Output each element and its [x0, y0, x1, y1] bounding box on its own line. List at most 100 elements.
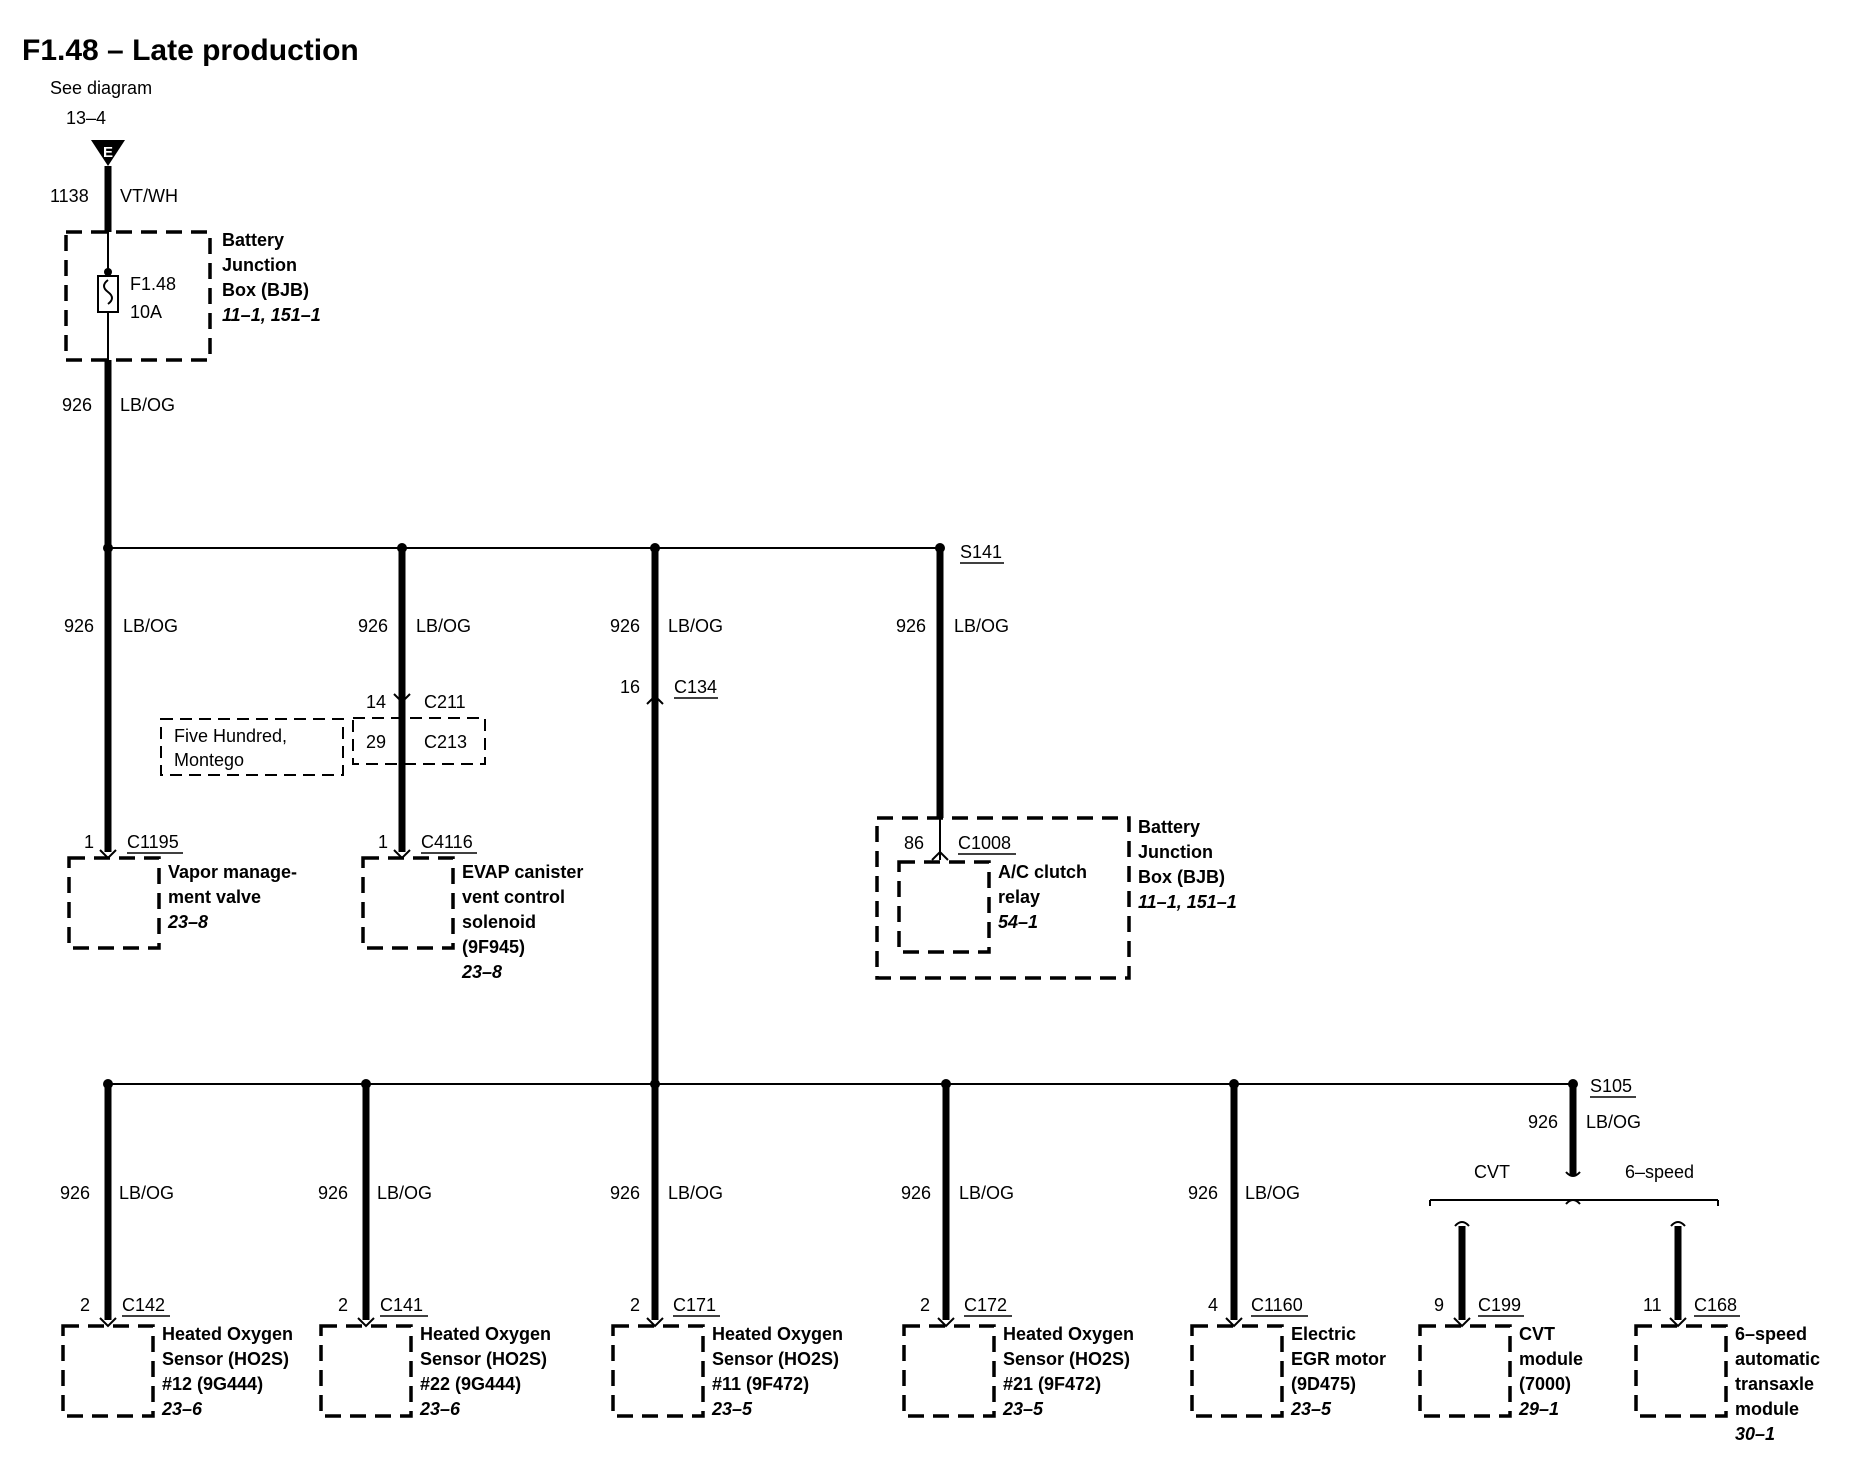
fuse-id: F1.48 [130, 274, 176, 294]
component-box [1418, 1324, 1512, 1418]
box-line-1: Battery [1138, 817, 1200, 837]
option-split-icon [1670, 1221, 1686, 1227]
device-line-3: (9D475) [1291, 1374, 1356, 1394]
device-line-3: #11 (9F472) [712, 1374, 809, 1394]
device-line-4: (9F945) [462, 937, 525, 957]
variant-line-2: Montego [174, 750, 244, 770]
connector-label: C1195 [127, 832, 179, 852]
lower-branch-ho2s-21: 926 LB/OG 2 C172 Heated Oxygen Sensor (H… [901, 1084, 1134, 1419]
see-diagram-label: See diagram [50, 78, 152, 98]
device-ref: 54–1 [998, 912, 1038, 932]
connector-label: C1008 [958, 833, 1011, 853]
device-line-3: transaxle [1735, 1374, 1814, 1394]
component-box [1190, 1324, 1284, 1418]
bjb-junction-dot [104, 268, 112, 276]
bjb-top-box [64, 230, 212, 362]
device-ref: 30–1 [1735, 1424, 1775, 1444]
color-label: LB/OG [416, 616, 471, 636]
option-branch-cvt: 9 C199 CVT module (7000) 29–1 [1418, 1221, 1583, 1419]
device-line-1: 6–speed [1735, 1324, 1807, 1344]
pin-label: 1 [378, 832, 388, 852]
device-ref: 23–8 [461, 962, 502, 982]
device-line-1: Heated Oxygen [712, 1324, 843, 1344]
splice-s105: S105 [1590, 1076, 1632, 1096]
connector-icon [99, 1317, 117, 1328]
device-line-4: module [1735, 1399, 1799, 1419]
fuse-rating: 10A [130, 302, 162, 322]
pin-label: 2 [630, 1295, 640, 1315]
pin-label: 9 [1434, 1295, 1444, 1315]
device-line-1: Heated Oxygen [420, 1324, 551, 1344]
device-ref: 23–5 [1290, 1399, 1332, 1419]
option-label: CVT [1474, 1162, 1510, 1182]
circuit-label: 926 [610, 616, 640, 636]
circuit-label: 926 [1528, 1112, 1558, 1132]
upper-branch-evap: 926 LB/OG 14 C211 29 C213 Five Hundred, … [160, 548, 583, 982]
device-line-1: Heated Oxygen [162, 1324, 293, 1344]
lower-branch-ho2s-11: 926 LB/OG 2 C171 Heated Oxygen Sensor (H… [610, 1084, 843, 1419]
pin-label: 4 [1208, 1295, 1218, 1315]
device-line-1: Heated Oxygen [1003, 1324, 1134, 1344]
device-line-3: #21 (9F472) [1003, 1374, 1101, 1394]
device-line-2: Sensor (HO2S) [1003, 1349, 1130, 1369]
circuit-label: 926 [610, 1183, 640, 1203]
option-label: 6–speed [1625, 1162, 1694, 1182]
device-line-2: EGR motor [1291, 1349, 1386, 1369]
connector-label: C1160 [1251, 1295, 1303, 1315]
circuit-label: 926 [60, 1183, 90, 1203]
connector-icon [646, 694, 664, 705]
connector-icon [1225, 1317, 1243, 1328]
device-line-2: Sensor (HO2S) [420, 1349, 547, 1369]
connector-label: C4116 [421, 832, 473, 852]
device-line-2: automatic [1735, 1349, 1820, 1369]
upper-branch-c134: 926 LB/OG 16 C134 [610, 548, 723, 1084]
bjb-top-name-3: Box (BJB) [222, 280, 309, 300]
pin-label: 2 [80, 1295, 90, 1315]
circuit-label: 926 [358, 616, 388, 636]
option-split-icon [1454, 1221, 1470, 1227]
lower-branch-ho2s-22: 926 LB/OG 2 C141 Heated Oxygen Sensor (H… [318, 1084, 551, 1419]
device-line-1: CVT [1519, 1324, 1555, 1344]
main-color: LB/OG [120, 395, 175, 415]
box-ref: 11–1, 151–1 [1138, 892, 1237, 912]
upper-branch-ac-relay: 926 LB/OG 86 C1008 A/C clutch relay 54–1… [875, 548, 1237, 980]
device-line-1: Vapor manage- [168, 862, 297, 882]
option-branch-6speed: 11 C168 6–speed automatic transaxle modu… [1634, 1221, 1820, 1444]
pin-label: 86 [904, 833, 924, 853]
component-box [897, 860, 991, 954]
component-box [1634, 1324, 1728, 1418]
color-label: LB/OG [668, 1183, 723, 1203]
main-circuit: 926 [62, 395, 92, 415]
inline-connector-1: C211 [424, 692, 466, 712]
connector-icon [1453, 1317, 1471, 1328]
device-line-1: EVAP canister [462, 862, 583, 882]
connector-label: C168 [1694, 1295, 1737, 1315]
color-label: LB/OG [959, 1183, 1014, 1203]
device-ref: 29–1 [1518, 1399, 1559, 1419]
color-label: LB/OG [1245, 1183, 1300, 1203]
device-ref: 23–6 [161, 1399, 203, 1419]
connector-label: C141 [380, 1295, 423, 1315]
connector-label: C171 [673, 1295, 716, 1315]
circuit-label: 926 [318, 1183, 348, 1203]
device-line-2: module [1519, 1349, 1583, 1369]
component-box [319, 1324, 413, 1418]
pin-label: 16 [620, 677, 640, 697]
connector-label: C172 [964, 1295, 1007, 1315]
terminal-e-icon: E [91, 140, 125, 166]
device-line-3: #12 (9G444) [162, 1374, 263, 1394]
bjb-top-name-2: Junction [222, 255, 297, 275]
see-diagram-ref: 13–4 [66, 108, 106, 128]
color-label: LB/OG [123, 616, 178, 636]
connector-label: C199 [1478, 1295, 1521, 1315]
color-label: LB/OG [668, 616, 723, 636]
pin-label: 2 [338, 1295, 348, 1315]
circuit-label: 926 [1188, 1183, 1218, 1203]
feed-color: VT/WH [120, 186, 178, 206]
inline-connector-box [352, 717, 486, 765]
terminal-e-label: E [103, 144, 113, 161]
color-label: LB/OG [119, 1183, 174, 1203]
bjb-top-name-1: Battery [222, 230, 284, 250]
device-line-3: (7000) [1519, 1374, 1571, 1394]
